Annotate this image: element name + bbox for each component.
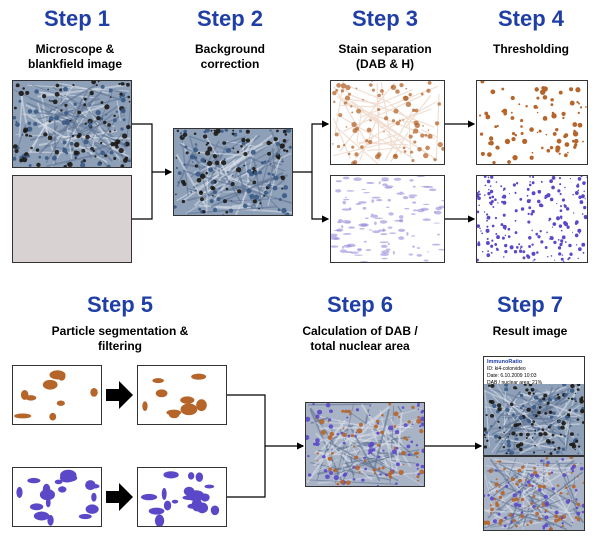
result-id-line: ID: ki4-colorvideo [487,366,526,372]
dab-filter-arrow [106,381,133,409]
step-6-title: Step 6 [326,292,394,317]
result-overlay-image [483,456,585,531]
step-6-subtitle: Calculation of DAB / total nuclear area [302,324,418,353]
dab-stain-image [330,80,445,165]
hema-particles-before [12,467,102,527]
step-4-title: Step 4 [497,6,565,31]
step-3-title: Step 3 [351,6,419,31]
result-ratio-line: DAB / nuclear area: 21% [487,380,543,386]
dab-particles-before [12,365,102,425]
hema-filter-arrow [106,483,133,511]
result-date-line: Date: 6.10.2009 10:03 [487,373,537,379]
step-2-title: Step 2 [196,6,264,31]
microscope-image [12,80,132,168]
step-7-title: Step 7 [496,292,564,317]
hematoxylin-stain-image [330,175,445,263]
step-4-subtitle: Thresholding [493,42,569,56]
step-1-subtitle: Microscope & blankfield image [27,42,123,71]
step-1-title: Step 1 [43,6,111,31]
step-7-subtitle: Result image [492,324,568,338]
overlay-image [305,402,425,487]
step-3-subtitle: Stain separation (DAB & H) [338,42,432,71]
hema-particles-after [137,467,227,527]
result-app-title: ImmunoRatio [487,359,523,365]
step-5-title: Step 5 [86,292,154,317]
dab-particles-after [137,365,227,425]
blankfield-image [12,175,132,263]
step-5-subtitle: Particle segmentation & filtering [51,324,189,353]
step-2-subtitle: Background correction [194,42,265,71]
result-tissue-image [483,384,585,456]
hematoxylin-threshold-image [476,175,588,263]
dab-threshold-image [476,80,588,165]
corrected-image [173,128,293,216]
